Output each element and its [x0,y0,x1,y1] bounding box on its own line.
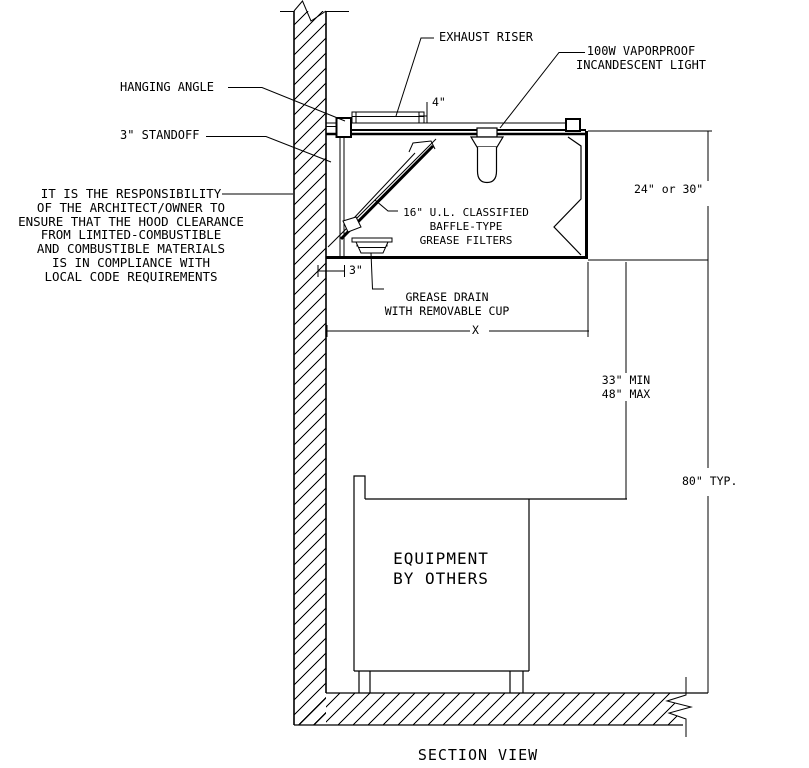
standoff-gap-dim: 3" [349,263,363,277]
architect-note: IT IS THE RESPONSIBILITY OF THE ARCHITEC… [18,186,244,284]
equipment-label: EQUIPMENT BY OTHERS [393,549,489,588]
hood-width-dim: X [472,323,479,337]
standoff-label: 3" STANDOFF [120,128,200,142]
wall [280,0,349,725]
hood-top-and-riser [326,111,712,138]
floor-to-hood-dim: 80" TYP. [682,474,738,488]
leader-lines [206,37,434,195]
light-fixture [469,52,585,184]
clearance-dim: 33" MIN 48" MAX [601,373,651,401]
baffle-filter [327,138,437,248]
hanging-angle-bracket-right [565,118,581,132]
hanging-angle-label: HANGING ANGLE [120,80,214,94]
wall-hatch [294,11,326,725]
drawing-title: SECTION VIEW [417,746,539,764]
filter-label: 16" U.L. CLASSIFIED BAFFLE-TYPE GREASE F… [403,206,529,247]
hood-body [326,131,588,259]
light-label: 100W VAPORPROOF INCANDESCENT LIGHT [575,44,707,72]
riser-height-dim: 4" [432,95,446,109]
hood-depth-dim: 24" or 30" [634,182,704,196]
equipment-outline [353,475,627,693]
grease-drain [351,237,393,290]
dimension-lines [317,102,709,693]
floor-hatch [326,693,680,725]
floor [294,677,708,737]
exhaust-riser-label: EXHAUST RISER [439,30,533,44]
grease-drain-label: GREASE DRAIN WITH REMOVABLE CUP [384,290,510,318]
